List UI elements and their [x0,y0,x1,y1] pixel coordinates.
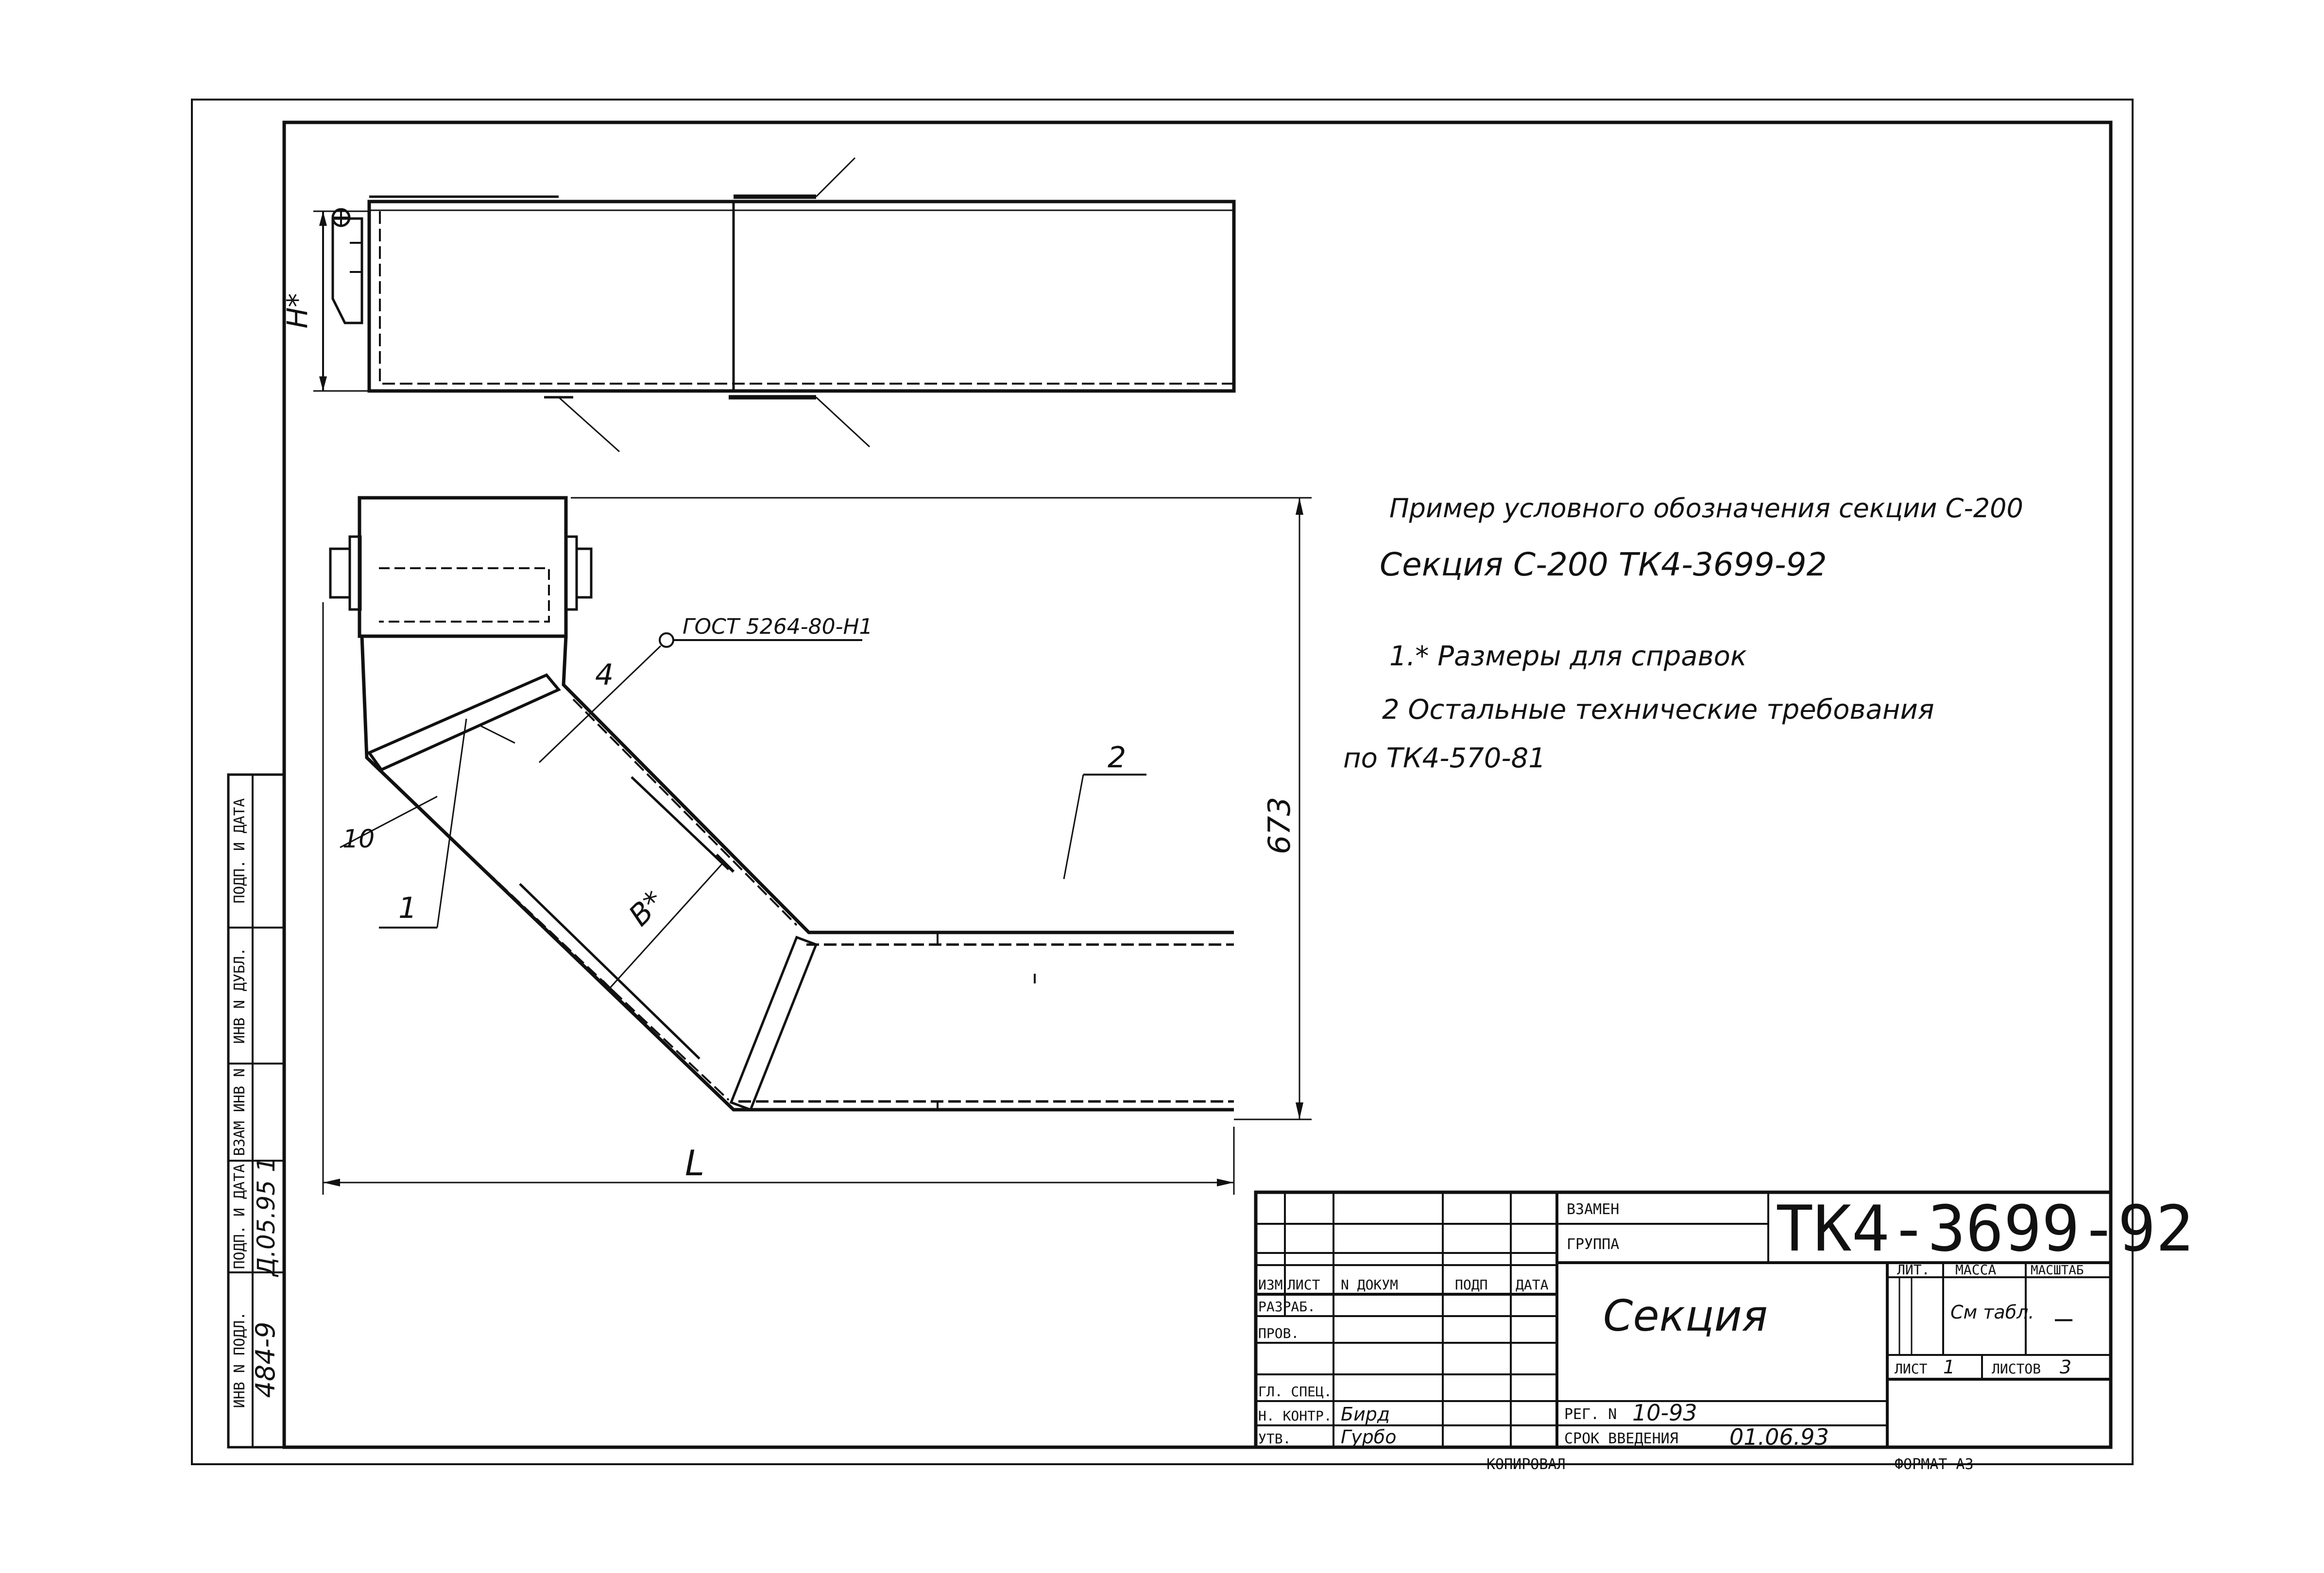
header-izm: ИЗМ [1258,1277,1283,1293]
position-1-label: 1 [398,891,417,925]
role-utv: УТВ. [1258,1431,1291,1447]
role-gl-spec: ГЛ. СПЕЦ. [1258,1384,1332,1400]
note-2-line-1: 2 Остальные технические требования [1382,694,1934,726]
listov-value: 3 [2060,1356,2071,1378]
role-razrab: РАЗРАБ. [1258,1299,1316,1315]
header-n-dokum: N ДОКУМ [1341,1277,1398,1293]
list-value: 1 [1943,1356,1955,1378]
title-block-frame [1254,1190,2113,1449]
list-label: ЛИСТ [1895,1361,1928,1377]
header-data: ДАТА [1516,1277,1549,1293]
strip-label-inv-podl: ИНВ N ПОДЛ. [231,1312,248,1408]
srok-label: СРОК ВВЕДЕНИЯ [1564,1430,1678,1447]
massa-value: См табл. [1950,1302,2034,1323]
dim-b-label: B* [622,884,671,933]
strip-label-inv-dubl: ИНВ N ДУБЛ. [231,947,248,1044]
strip-label-podp-data-2: ПОДП. И ДАТА [231,798,248,904]
position-4-label: 4 [595,658,614,692]
role-n-kontr: Н. КОНТР. [1258,1408,1332,1424]
strip-date-value: Д.05.95 1 [252,1157,280,1277]
listov-label: ЛИСТОВ [1992,1361,2041,1377]
header-podp: ПОДП [1455,1277,1487,1293]
plan-view [322,496,1312,1195]
position-2-label: 2 [1108,741,1126,775]
signer-utv: Гурбо [1341,1426,1396,1448]
note-1: 1.* Размеры для справок [1389,641,1747,672]
header-list: ЛИСТ [1287,1277,1320,1293]
strip-label-vzam-inv: ВЗАМ ИНВ N [231,1068,248,1156]
format-label: ФОРМАТ А3 [1895,1456,1974,1473]
note-2-line-2: по ТК4-570-81 [1343,743,1546,774]
dim-l-label: L [685,1143,704,1184]
masshtab-label: МАСШТАБ [2031,1263,2084,1278]
vzamen-label: ВЗАМЕН [1567,1201,1619,1218]
gruppa-label: ГРУППА [1567,1236,1619,1253]
srok-value: 01.06.93 [1729,1424,1829,1450]
reg-value: 10-93 [1632,1400,1697,1426]
notes: Пример условного обозначения секции С-20… [1343,493,2023,774]
massa-label: МАССА [1955,1262,1996,1278]
document-number: ТК4-3699-92 [1776,1192,2194,1266]
lit-label: ЛИТ. [1897,1262,1930,1278]
role-prov: ПРОВ. [1258,1325,1299,1341]
weld-callout-label: ГОСТ 5264-80-Н1 [683,614,873,639]
top-view [313,157,1236,453]
document-name: Секция [1603,1291,1768,1341]
kopiroval-label: КОПИРОВАЛ [1487,1456,1566,1473]
outer-trim-border [191,99,2134,1465]
dim-h-label: H* [281,293,314,329]
signer-n-kontr: Бирд [1341,1404,1390,1425]
left-strip: ПОДП. И ДАТА ИНВ N ДУБЛ. ВЗАМ ИНВ N ПОДП… [227,773,286,1449]
dim-10-label: 10 [342,825,375,854]
reg-label: РЕГ. N [1564,1406,1617,1423]
top-view-outline [367,200,1236,393]
strip-inv-value: 484-9 [250,1322,281,1398]
note-designation: Секция С-200 ТК4-3699-92 [1380,546,1827,583]
dim-673-label: 673 [1262,797,1297,854]
roller-block [358,496,568,638]
note-example-title: Пример условного обозначения секции С-20… [1389,493,2023,524]
title-block [1254,1190,2113,1449]
strip-label-podp-data-1: ПОДП. И ДАТА [231,1164,248,1269]
masshtab-value: — [2055,1302,2073,1336]
